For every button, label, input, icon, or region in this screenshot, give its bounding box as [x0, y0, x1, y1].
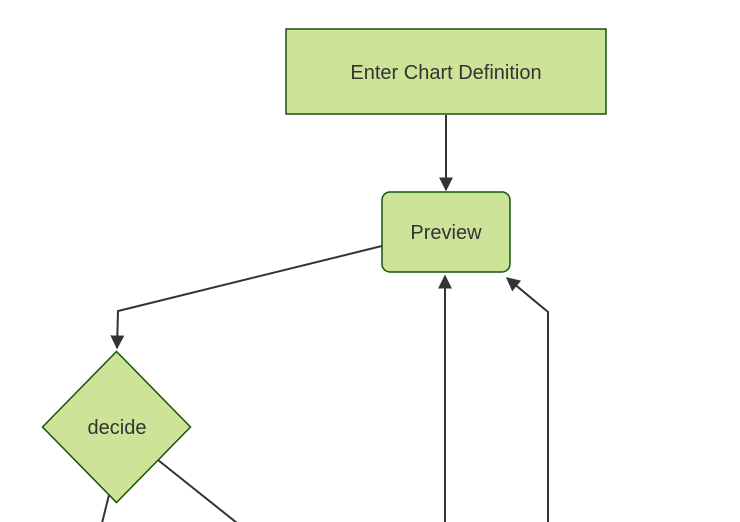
- node-enter-chart-definition-label: Enter Chart Definition: [350, 62, 541, 84]
- edges-layer: [101, 115, 549, 522]
- nodes-layer: Enter Chart Definition Preview decide: [41, 28, 607, 504]
- edge-preview-to-decide: [110, 245, 383, 350]
- edge-decide-to-offscreen-bottom-left: [101, 494, 110, 522]
- node-enter-chart-definition: Enter Chart Definition: [285, 28, 607, 115]
- edge-decide-to-offscreen-bottom-right: [157, 459, 238, 522]
- node-preview: Preview: [381, 191, 511, 273]
- node-decide-shape: [41, 350, 192, 504]
- edge-offscreen-bottom-right-to-preview: [505, 277, 549, 522]
- node-preview-label: Preview: [410, 222, 482, 244]
- node-decide: decide: [41, 350, 192, 504]
- node-decide-label: decide: [88, 417, 147, 439]
- node-preview-shape: [381, 191, 511, 273]
- node-enter-chart-definition-shape: [285, 28, 607, 115]
